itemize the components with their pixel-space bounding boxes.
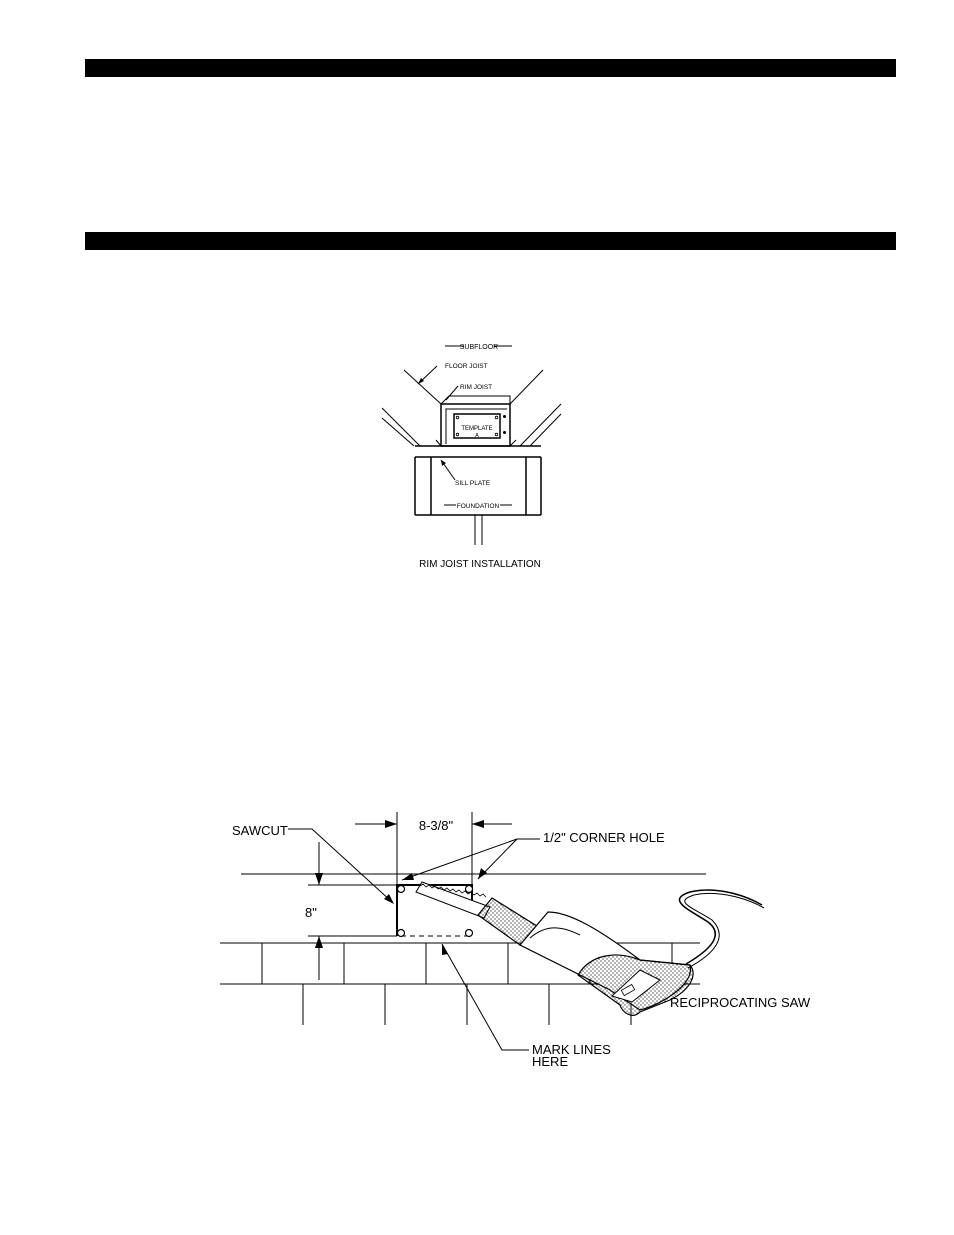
sill-plate-label: SILL PLATE <box>455 480 491 487</box>
rim-joist-label: RIM JOIST <box>460 384 492 391</box>
saw-housing-contour <box>529 927 581 939</box>
sawcut-arrowhead <box>384 894 394 904</box>
section-divider-bar-middle <box>85 232 896 250</box>
reciprocating-saw-label: RECIPROCATING SAW <box>670 995 811 1010</box>
template-corner-hole-tl <box>455 415 460 420</box>
saw-power-cord-edge <box>684 892 765 969</box>
floor-joist-right-lower-a <box>519 403 562 447</box>
height-dimension-label: 8" <box>305 905 317 920</box>
height-arrow-bottom-head <box>315 936 323 948</box>
width-arrow-left-head <box>385 820 397 828</box>
template-label: TEMPLATE <box>461 426 492 432</box>
corner-hole-bottom-left <box>396 928 406 938</box>
mark-lines-label-2: HERE <box>532 1054 568 1069</box>
subfloor-label: SUBFLOOR <box>460 344 499 351</box>
sawcut-leader <box>288 828 393 903</box>
corner-hole-leader-left <box>401 838 518 881</box>
width-dimension-label: 8-3/8" <box>419 818 454 833</box>
template-corner-hole-tr <box>494 415 499 420</box>
template-corner-hole-bl <box>455 432 460 437</box>
mark-lines-leader <box>441 943 529 1051</box>
mark-lines-label-1: MARK LINES <box>532 1042 611 1057</box>
sill-hatch-right <box>509 439 517 447</box>
mark-lines-arrowhead <box>442 944 448 955</box>
width-arrow-right-head <box>472 820 484 828</box>
sawcut-label: SAWCUT <box>232 823 288 838</box>
corner-hole-leader-right <box>477 838 540 880</box>
rim-joist-fastener-lower <box>503 431 506 434</box>
floor-joist-left-upper <box>403 369 442 405</box>
figure1-caption: RIM JOIST INSTALLATION <box>419 559 541 570</box>
section-divider-bar-top <box>85 59 896 77</box>
foundation-label: FOUNDATION <box>457 503 500 510</box>
corner-hole-bottom-right <box>464 928 474 938</box>
corner-hole-top-right <box>464 884 474 894</box>
template-letter: A <box>475 433 479 439</box>
floor-joist-right-upper <box>509 369 544 405</box>
rim-joist-fastener-upper <box>503 415 506 418</box>
corner-hole-arrowhead-left <box>402 873 414 880</box>
floor-joist-arrowhead <box>418 378 424 384</box>
floor-joist-left-lower-a <box>381 407 421 447</box>
saw-power-cord <box>678 889 763 965</box>
rim-joist-top-face <box>440 395 511 405</box>
height-arrow-top-head <box>315 873 323 885</box>
saw-blade-teeth <box>419 883 487 898</box>
sill-hatch-left <box>435 439 442 447</box>
sill-plate-arrowhead <box>441 460 446 466</box>
floor-joist-label: FLOOR JOIST <box>445 363 488 370</box>
template-plate <box>453 413 501 439</box>
saw-trigger <box>620 983 636 997</box>
floor-joist-left-lower-b <box>381 417 415 447</box>
saw-blade <box>415 881 491 919</box>
template-corner-hole-br <box>494 432 499 437</box>
corner-hole-top-left <box>396 884 406 894</box>
floor-joist-right-lower-b <box>529 413 562 447</box>
corner-hole-label: 1/2" CORNER HOLE <box>543 830 665 845</box>
rim-joist-inner-edge <box>445 408 507 444</box>
